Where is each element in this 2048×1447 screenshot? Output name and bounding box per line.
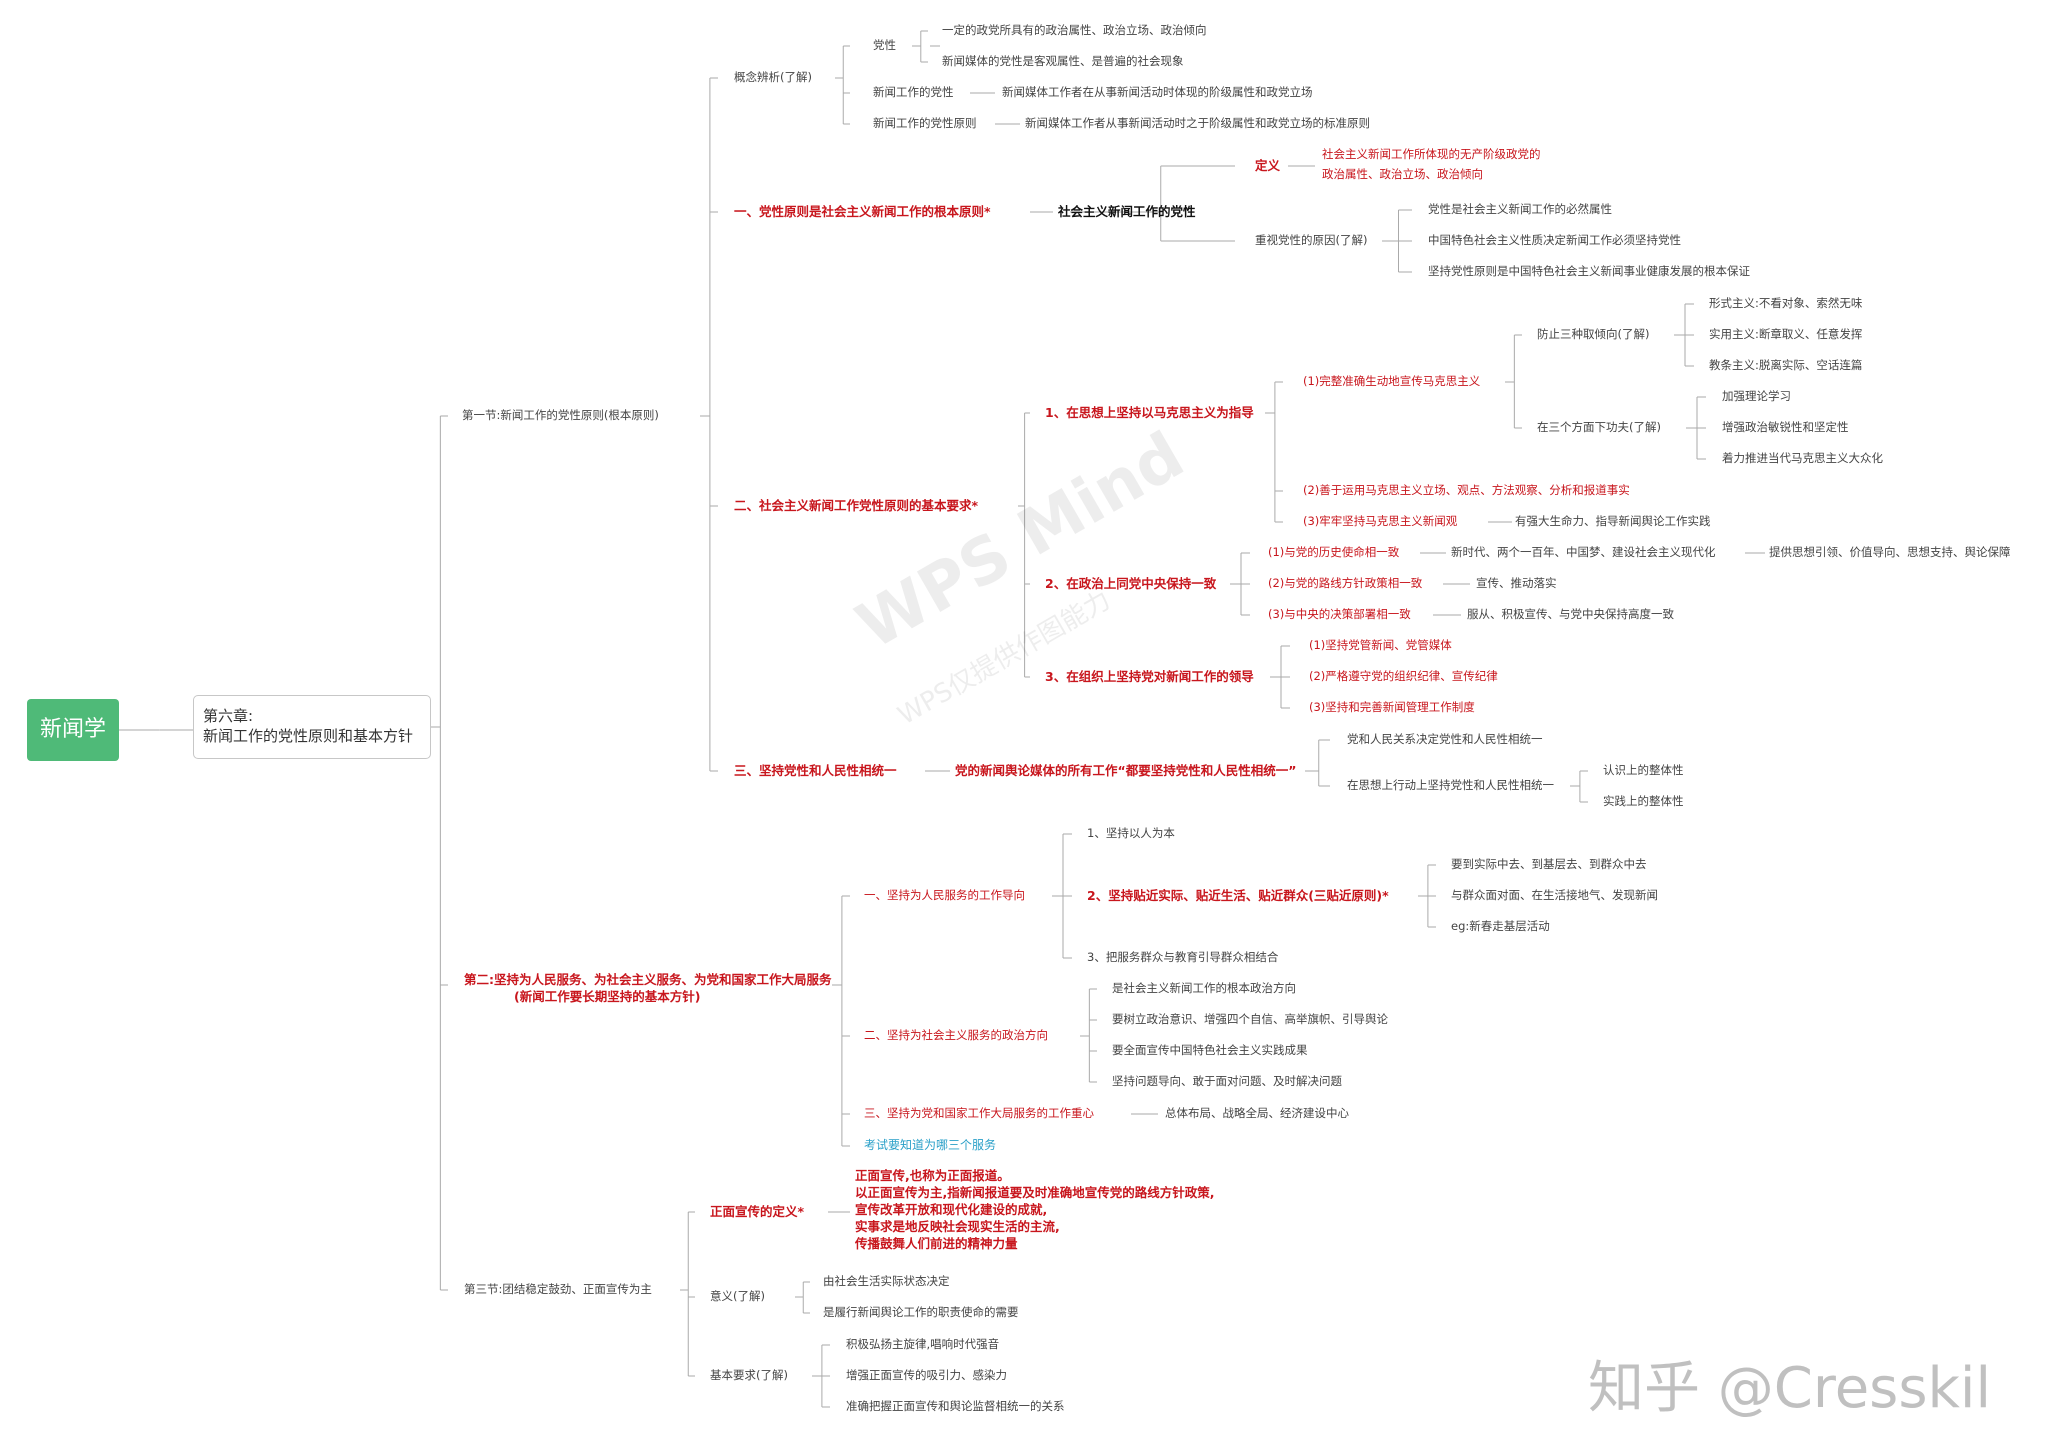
node-s1c1a1[interactable]: 防止三种取倾向(了解) [1537,327,1650,341]
node-s1b1a1-l2[interactable]: 政治属性、政治立场、政治倾向 [1322,167,1483,181]
node-s1b1b3[interactable]: 坚持党性原则是中国特色社会主义新闻事业健康发展的根本保证 [1428,264,1750,278]
node-s1c2c1[interactable]: 服从、积极宣传、与党中央保持高度一致 [1467,607,1674,621]
node-s2b2[interactable]: 要树立政治意识、增强四个自信、高举旗帜、引导舆论 [1112,1012,1388,1026]
node-s1a[interactable]: 概念辨析(了解) [734,70,812,84]
node-s1d1[interactable]: 党的新闻舆论媒体的所有工作“都要坚持党性和人民性相统一” [955,763,1297,778]
node-s1c1a1c[interactable]: 教条主义:脱离实际、空话连篇 [1709,358,1863,372]
node-s2-l1[interactable]: 第二:坚持为人民服务、为社会主义服务、为党和国家工作大局服务 [464,972,832,987]
node-s1c3[interactable]: 3、在组织上坚持党对新闻工作的领导 [1045,669,1254,684]
node-s2a2b[interactable]: 与群众面对面、在生活接地气、发现新闻 [1451,888,1658,902]
root-node[interactable]: 新闻学 [27,699,119,761]
node-s2c1[interactable]: 总体布局、战略全局、经济建设中心 [1165,1106,1349,1120]
node-s1c2c[interactable]: (3)与中央的决策部署相一致 [1268,607,1411,621]
node-s1d1b1[interactable]: 认识上的整体性 [1603,763,1684,777]
node-s3a1-l4[interactable]: 实事求是地反映社会现实生活的主流, [855,1219,1060,1234]
node-s2a2a[interactable]: 要到实际中去、到基层去、到群众中去 [1451,857,1647,871]
node-s3a1-l2[interactable]: 以正面宣传为主,指新闻报道要及时准确地宣传党的路线方针政策, [855,1185,1215,1200]
node-s2b3[interactable]: 要全面宣传中国特色社会主义实践成果 [1112,1043,1308,1057]
node-s1b1b1[interactable]: 党性是社会主义新闻工作的必然属性 [1428,202,1612,216]
node-s1a3a[interactable]: 新闻媒体工作者从事新闻活动时之于阶级属性和政党立场的标准原则 [1025,116,1370,130]
node-s3b2[interactable]: 是履行新闻舆论工作的职责使命的需要 [823,1305,1019,1319]
node-s1c1c[interactable]: (3)牢牢坚持马克思主义新闻观 [1303,514,1458,528]
node-s3b1[interactable]: 由社会生活实际状态决定 [823,1274,950,1288]
node-s1d1b2[interactable]: 实践上的整体性 [1603,794,1684,808]
node-s1c1b[interactable]: (2)善于运用马克思主义立场、观点、方法观察、分析和报道事实 [1303,483,1630,497]
node-s1b1a1-l1[interactable]: 社会主义新闻工作所体现的无产阶级政党的 [1322,147,1541,161]
node-s1b1[interactable]: 社会主义新闻工作的党性 [1058,204,1196,219]
node-s1c2b1[interactable]: 宣传、推动落实 [1476,576,1557,590]
node-s3a1-l1[interactable]: 正面宣传,也称为正面报道。 [855,1168,1010,1183]
node-s1c1c1[interactable]: 有强大生命力、指导新闻舆论工作实践 [1515,514,1711,528]
chapter-subtitle: 新闻工作的党性原则和基本方针 [203,727,414,745]
node-s3a1-l5[interactable]: 传播鼓舞人们前进的精神力量 [855,1236,1018,1251]
node-s2a2[interactable]: 2、坚持贴近实际、贴近生活、贴近群众(三贴近原则)* [1087,888,1389,903]
zhihu-watermark: 知乎 @Cresskil [1588,1356,1992,1421]
node-s3c[interactable]: 基本要求(了解) [710,1368,788,1382]
node-s1c2[interactable]: 2、在政治上同党中央保持一致 [1045,576,1217,591]
node-s2b1[interactable]: 是社会主义新闻工作的根本政治方向 [1112,981,1296,995]
node-s1a1b[interactable]: 新闻媒体的党性是客观属性、是普遍的社会现象 [942,54,1184,68]
node-s1c2a[interactable]: (1)与党的历史使命相一致 [1268,545,1400,559]
node-s1c1a2b[interactable]: 增强政治敏锐性和坚定性 [1722,420,1849,434]
node-s1c1[interactable]: 1、在思想上坚持以马克思主义为指导 [1045,405,1254,420]
node-s1[interactable]: 第一节:新闻工作的党性原则(根本原则) [462,408,659,422]
node-s2b4[interactable]: 坚持问题导向、敢于面对问题、及时解决问题 [1112,1074,1342,1088]
node-s2b[interactable]: 二、坚持为社会主义服务的政治方向 [864,1028,1048,1042]
node-s3a1-l3[interactable]: 宣传改革开放和现代化建设的成就, [855,1202,1048,1217]
node-s2d[interactable]: 考试要知道为哪三个服务 [864,1138,997,1152]
chapter-node[interactable]: 第六章: 新闻工作的党性原则和基本方针 [193,695,431,759]
node-s2a1[interactable]: 1、坚持以人为本 [1087,826,1175,840]
node-s1c3a[interactable]: (1)坚持党管新闻、党管媒体 [1309,638,1452,652]
node-s3c1[interactable]: 积极弘扬主旋律,唱响时代强音 [846,1337,1000,1351]
node-s1b1b[interactable]: 重视党性的原因(了解) [1255,233,1368,247]
node-s1a3[interactable]: 新闻工作的党性原则 [873,116,977,130]
node-s1b1a[interactable]: 定义 [1255,158,1281,173]
node-s1c2b[interactable]: (2)与党的路线方针政策相一致 [1268,576,1423,590]
node-s1a1[interactable]: 党性 [873,38,896,52]
node-s2a[interactable]: 一、坚持为人民服务的工作导向 [864,888,1025,902]
node-s1d[interactable]: 三、坚持党性和人民性相统一 [734,763,897,778]
node-s3c2[interactable]: 增强正面宣传的吸引力、感染力 [846,1368,1007,1382]
node-s1c1a[interactable]: (1)完整准确生动地宣传马克思主义 [1303,374,1481,388]
node-s1c1a1b[interactable]: 实用主义:断章取义、任意发挥 [1709,327,1863,341]
node-s1b1b2[interactable]: 中国特色社会主义性质决定新闻工作必须坚持党性 [1428,233,1681,247]
node-s1d1b[interactable]: 在思想上行动上坚持党性和人民性相统一 [1347,778,1554,792]
node-s3a[interactable]: 正面宣传的定义* [710,1204,805,1219]
node-s1a1a[interactable]: 一定的政党所具有的政治属性、政治立场、政治倾向 [942,23,1207,37]
node-s1c3c[interactable]: (3)坚持和完善新闻管理工作制度 [1309,700,1475,714]
node-s2a3[interactable]: 3、把服务群众与教育引导群众相结合 [1087,950,1279,964]
node-s2a2c[interactable]: eg:新春走基层活动 [1451,919,1550,933]
node-s3c3[interactable]: 准确把握正面宣传和舆论监督相统一的关系 [846,1399,1065,1413]
node-s1c1a2c[interactable]: 着力推进当代马克思主义大众化 [1722,451,1883,465]
node-s2c[interactable]: 三、坚持为党和国家工作大局服务的工作重心 [864,1106,1094,1120]
node-s1c2a1[interactable]: 新时代、两个一百年、中国梦、建设社会主义现代化 [1451,545,1716,559]
chapter-title: 第六章: [203,707,254,725]
node-s1b[interactable]: 一、党性原则是社会主义新闻工作的根本原则* [734,204,991,219]
node-s1a2a[interactable]: 新闻媒体工作者在从事新闻活动时体现的阶级属性和政党立场 [1002,85,1313,99]
node-s1c2a2[interactable]: 提供思想引领、价值导向、思想支持、舆论保障 [1769,545,2011,559]
node-s2-l2[interactable]: (新闻工作要长期坚持的基本方针) [514,989,701,1004]
node-s3[interactable]: 第三节:团结稳定鼓劲、正面宣传为主 [464,1282,652,1296]
node-s1c1a1a[interactable]: 形式主义:不看对象、索然无味 [1709,296,1863,310]
node-s1c1a2[interactable]: 在三个方面下功夫(了解) [1537,420,1661,434]
node-s1d1a[interactable]: 党和人民关系决定党性和人民性相统一 [1347,732,1543,746]
node-s1c3b[interactable]: (2)严格遵守党的组织纪律、宣传纪律 [1309,669,1498,683]
node-s1a2[interactable]: 新闻工作的党性 [873,85,954,99]
node-s1c[interactable]: 二、社会主义新闻工作党性原则的基本要求* [734,498,979,513]
node-s3b[interactable]: 意义(了解) [710,1289,765,1303]
node-s1c1a2a[interactable]: 加强理论学习 [1722,389,1791,403]
